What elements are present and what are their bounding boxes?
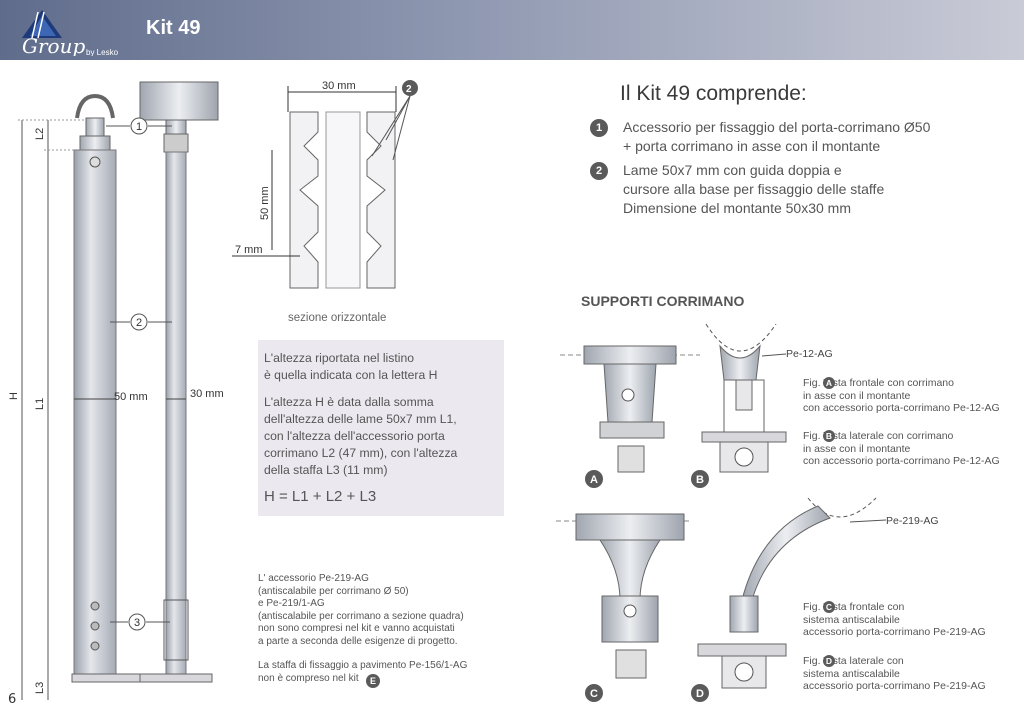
caption-c: Fig. Vista frontale con sistema antiscal…	[803, 601, 986, 638]
support-d-drawing	[691, 497, 887, 702]
item-number-2: 2	[590, 162, 608, 180]
section-50mm: 50 mm	[259, 186, 271, 220]
page-number: 6	[8, 692, 17, 707]
svg-text:by Lesko: by Lesko	[86, 48, 119, 56]
section-30mm: 30 mm	[322, 80, 356, 92]
post-front-view	[18, 93, 213, 700]
horizontal-section	[232, 80, 418, 289]
technical-drawing: L2 L1 L3 H 50 mm 30 mm 1 2 3	[8, 80, 939, 702]
item-number-1: 1	[590, 119, 608, 137]
label-l2: L2	[34, 128, 46, 140]
label-l1: L1	[34, 398, 46, 410]
caption-d: Fig. Vista laterale con sistema antiscal…	[803, 655, 986, 692]
floor-bracket-note: La staffa di fissaggio a pavimento Pe-15…	[258, 660, 468, 684]
section-callout-2: 2	[406, 84, 412, 95]
item-text-1: Accessorio per fissaggio del porta-corri…	[623, 119, 931, 154]
code-pe-12: Pe-12-AG	[786, 348, 833, 360]
kit-item-2: 2 Lame 50x7 mm con guida doppia e cursor…	[590, 161, 884, 218]
height-formula: H = L1 + L2 + L3	[264, 488, 377, 505]
callout-2	[110, 313, 172, 331]
item-text-2: Lame 50x7 mm con guida doppia e cursore …	[623, 162, 885, 216]
kit-item-1: 1 Accessorio per fissaggio del porta-cor…	[590, 118, 930, 156]
height-note-box	[258, 340, 504, 516]
support-c-drawing	[556, 513, 692, 702]
label-50mm: 50 mm	[114, 391, 148, 403]
code-pe-219: Pe-219-AG	[886, 515, 939, 527]
height-note-p1: L'altezza riportata nel listino è quella…	[264, 351, 438, 382]
kit-heading: Il Kit 49 comprende:	[620, 82, 807, 105]
callout-1-label: 1	[136, 121, 142, 133]
supports-title: SUPPORTI CORRIMANO	[581, 293, 745, 309]
caption-a: Fig. Vista frontale con corrimano in ass…	[803, 377, 1000, 414]
post-side-view	[139, 81, 219, 683]
support-a-letter: A	[590, 474, 598, 486]
callout-3-label: 3	[134, 617, 140, 629]
support-b-letter: B	[696, 474, 704, 486]
caption-badge-d: D	[823, 655, 835, 667]
caption-b: Fig. Vista laterale con corrimano in ass…	[803, 430, 1000, 467]
accessory-note: L' accessorio Pe-219-AG (antiscalabile p…	[258, 573, 464, 647]
label-l3: L3	[34, 682, 46, 694]
caption-badge-a: A	[823, 377, 835, 389]
kit-title: Kit 49	[146, 17, 201, 39]
svg-text:Group: Group	[22, 34, 85, 56]
callout-3	[110, 613, 170, 631]
height-note-p2: L'altezza H è data dalla somma dell'alte…	[264, 395, 458, 477]
caption-badge-b: B	[823, 430, 835, 442]
caption-badge-c: C	[823, 601, 835, 613]
badge-e: E	[366, 674, 380, 688]
section-7mm: 7 mm	[235, 244, 263, 256]
label-30mm: 30 mm	[190, 388, 224, 400]
support-c-letter: C	[590, 688, 598, 700]
label-h: H	[8, 392, 20, 400]
support-a-drawing	[560, 345, 700, 488]
section-caption: sezione orizzontale	[288, 312, 387, 324]
callout-2-label: 2	[136, 317, 142, 329]
brand-logo: Group by Lesko	[22, 10, 119, 56]
support-b-drawing	[691, 323, 787, 488]
callout-1	[106, 117, 172, 135]
support-d-letter: D	[696, 688, 704, 700]
page-header: Group by Lesko Kit 49	[0, 0, 1024, 60]
